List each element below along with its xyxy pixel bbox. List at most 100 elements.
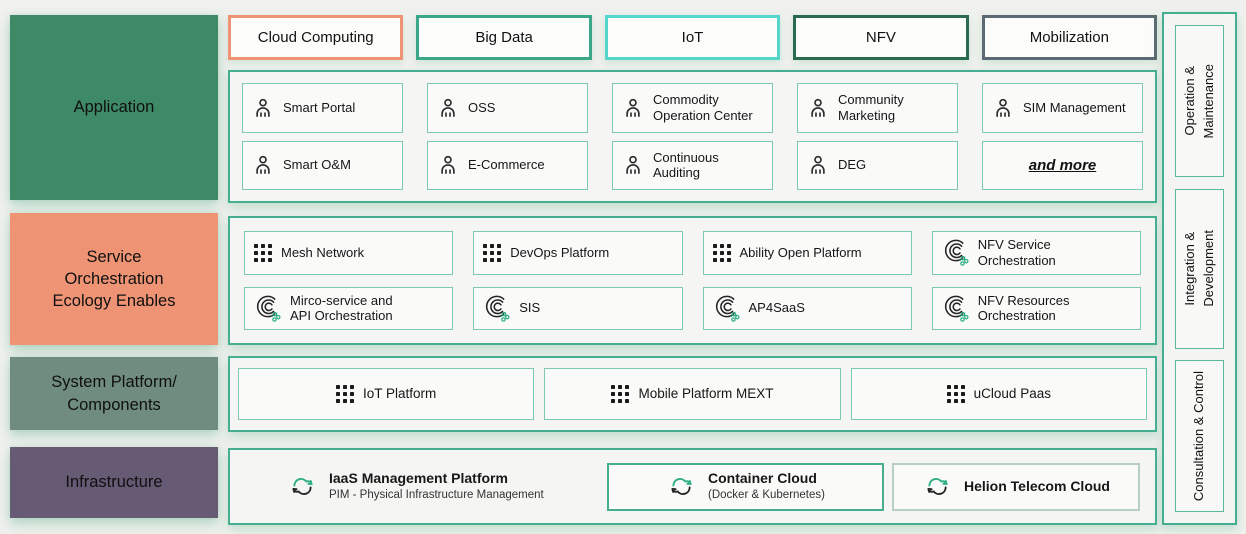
grid-icon [947, 385, 965, 403]
layer-block-service-orchestration: Service Orchestration Ecology Enables [10, 213, 218, 345]
svc-item-microservice-api-orchestration: Mirco-service and API Orchestration [244, 286, 454, 330]
badge-cloud-computing: Cloud Computing [228, 15, 404, 60]
badge-label: Mobilization [1029, 29, 1109, 46]
inf-item-text: Container Cloud (Docker & Kubernetes) [708, 470, 825, 502]
svc-item-devops-platform: DevOps Platform [473, 231, 683, 275]
svc-item-label: SIS [519, 300, 541, 316]
app-item-oss: OSS [427, 83, 588, 133]
app-item-label: Commodity Operation Center [653, 92, 753, 123]
badge-big-data: Big Data [416, 15, 592, 60]
sys-item-label: IoT Platform [363, 385, 437, 401]
person-icon [437, 154, 459, 176]
app-item-commodity-operation-center: Commodity Operation Center [612, 83, 773, 133]
layer-rail: Application Service Orchestration Ecolog… [10, 15, 218, 518]
orchestration-icon [483, 295, 510, 322]
application-section: Smart Portal OSS Commodity Operation Cen… [228, 70, 1157, 203]
person-icon [622, 97, 644, 119]
service-rail: Operation & Maintenance Integration & De… [1162, 12, 1237, 525]
grid-icon [713, 244, 731, 262]
layer-block-system-platform: System Platform/ Components [10, 357, 218, 430]
app-item-sim-management: SIM Management [982, 83, 1143, 133]
inf-item-title: Container Cloud [708, 470, 817, 487]
person-icon [992, 97, 1014, 119]
app-item-label: E-Commerce [468, 157, 545, 173]
inf-item-subtitle: (Docker & Kubernetes) [708, 488, 825, 501]
sys-item-label: uCloud Paas [973, 385, 1051, 401]
technology-badges: Cloud Computing Big Data IoT NFV Mobiliz… [228, 15, 1158, 60]
person-icon [252, 154, 274, 176]
layer-block-application: Application [10, 15, 218, 200]
orchestration-icon [713, 295, 740, 322]
svc-item-label: AP4SaaS [748, 300, 805, 316]
cloud-sync-icon [666, 475, 697, 498]
app-item-label: Smart Portal [283, 99, 356, 115]
orchestration-icon [254, 295, 281, 322]
app-item-smart-oandm: Smart O&M [242, 140, 403, 190]
svc-item-ability-open-platform: Ability Open Platform [702, 231, 912, 275]
svc-item-label: Mirco-service and API Orchestration [290, 292, 393, 324]
sys-item-mobile-platform-mext: Mobile Platform MEXT [544, 368, 841, 420]
sys-item-ucloud-paas: uCloud Paas [850, 368, 1147, 420]
inf-item-container-cloud: Container Cloud (Docker & Kubernetes) [607, 462, 884, 511]
app-item-label: Smart O&M [283, 157, 351, 173]
inf-item-title: Helion Telecom Cloud [964, 477, 1110, 494]
badge-iot: IoT [604, 15, 781, 60]
badge-label: Big Data [475, 29, 533, 46]
svc-item-nfv-resources-orchestration: NFV Resources Orchestration [931, 286, 1141, 330]
inf-item-text: Helion Telecom Cloud [964, 478, 1110, 496]
person-icon [437, 97, 459, 119]
rail-label: Integration & Development [1181, 230, 1216, 307]
svc-item-ap4saas: AP4SaaS [702, 286, 912, 330]
inf-item-text: IaaS Management Platform PIM - Physical … [329, 470, 544, 502]
app-item-deg: DEG [797, 140, 958, 190]
rail-label: Operation & Maintenance [1181, 63, 1216, 139]
orchestration-icon [942, 239, 969, 266]
inf-item-title: IaaS Management Platform [329, 470, 508, 487]
badge-label: Cloud Computing [257, 29, 374, 46]
badge-label: NFV [865, 29, 896, 46]
app-item-label: DEG [838, 157, 867, 173]
app-item-label: SIM Management [1023, 99, 1126, 115]
rail-box-operation-maintenance: Operation & Maintenance [1175, 25, 1224, 177]
rail-box-consultation-control: Consultation & Control [1175, 360, 1224, 512]
svc-item-sis: SIS [473, 286, 683, 330]
main-content: Cloud Computing Big Data IoT NFV Mobiliz… [228, 15, 1158, 525]
layer-label: Infrastructure [65, 473, 163, 492]
svc-item-label: NFV Resources Orchestration [977, 292, 1070, 324]
person-icon [807, 97, 829, 119]
grid-icon [611, 385, 629, 403]
and-more-label: and more [1028, 156, 1097, 174]
app-item-label: Continuous Auditing [653, 149, 719, 181]
svc-item-label: Ability Open Platform [739, 244, 862, 260]
app-item-e-commerce: E-Commerce [427, 140, 588, 190]
app-item-and-more: and more [982, 140, 1143, 190]
app-item-label: OSS [468, 99, 496, 115]
layer-label: Service Orchestration Ecology Enables [52, 247, 176, 311]
svc-item-label: NFV Service Orchestration [977, 237, 1056, 268]
svc-item-label: DevOps Platform [510, 244, 610, 260]
cloud-sync-icon [922, 475, 953, 498]
orchestration-icon [942, 295, 969, 322]
app-item-continuous-auditing: Continuous Auditing [612, 140, 773, 190]
service-orchestration-section: Mesh Network DevOps Platform Ability Ope… [228, 216, 1157, 345]
system-platform-section: IoT Platform Mobile Platform MEXT uCloud… [228, 356, 1157, 432]
app-item-community-marketing: Community Marketing [797, 83, 958, 133]
inf-item-subtitle: PIM - Physical Infrastructure Management [329, 488, 544, 501]
grid-icon [483, 244, 501, 262]
person-icon [807, 154, 829, 176]
person-icon [622, 154, 644, 176]
app-item-smart-portal: Smart Portal [242, 83, 403, 133]
inf-item-iaas-management-platform: IaaS Management Platform PIM - Physical … [287, 470, 587, 502]
svc-item-mesh-network: Mesh Network [244, 231, 454, 275]
sys-item-iot-platform: IoT Platform [238, 368, 535, 420]
svc-item-nfv-service-orchestration: NFV Service Orchestration [931, 231, 1141, 275]
layer-label: System Platform/ Components [51, 373, 177, 414]
cloud-sync-icon [287, 475, 318, 498]
grid-icon [254, 244, 272, 262]
badge-label: IoT [681, 29, 704, 46]
person-icon [252, 97, 274, 119]
infrastructure-section: IaaS Management Platform PIM - Physical … [228, 448, 1157, 525]
sys-item-label: Mobile Platform MEXT [638, 385, 774, 401]
rail-label: Consultation & Control [1191, 370, 1207, 502]
